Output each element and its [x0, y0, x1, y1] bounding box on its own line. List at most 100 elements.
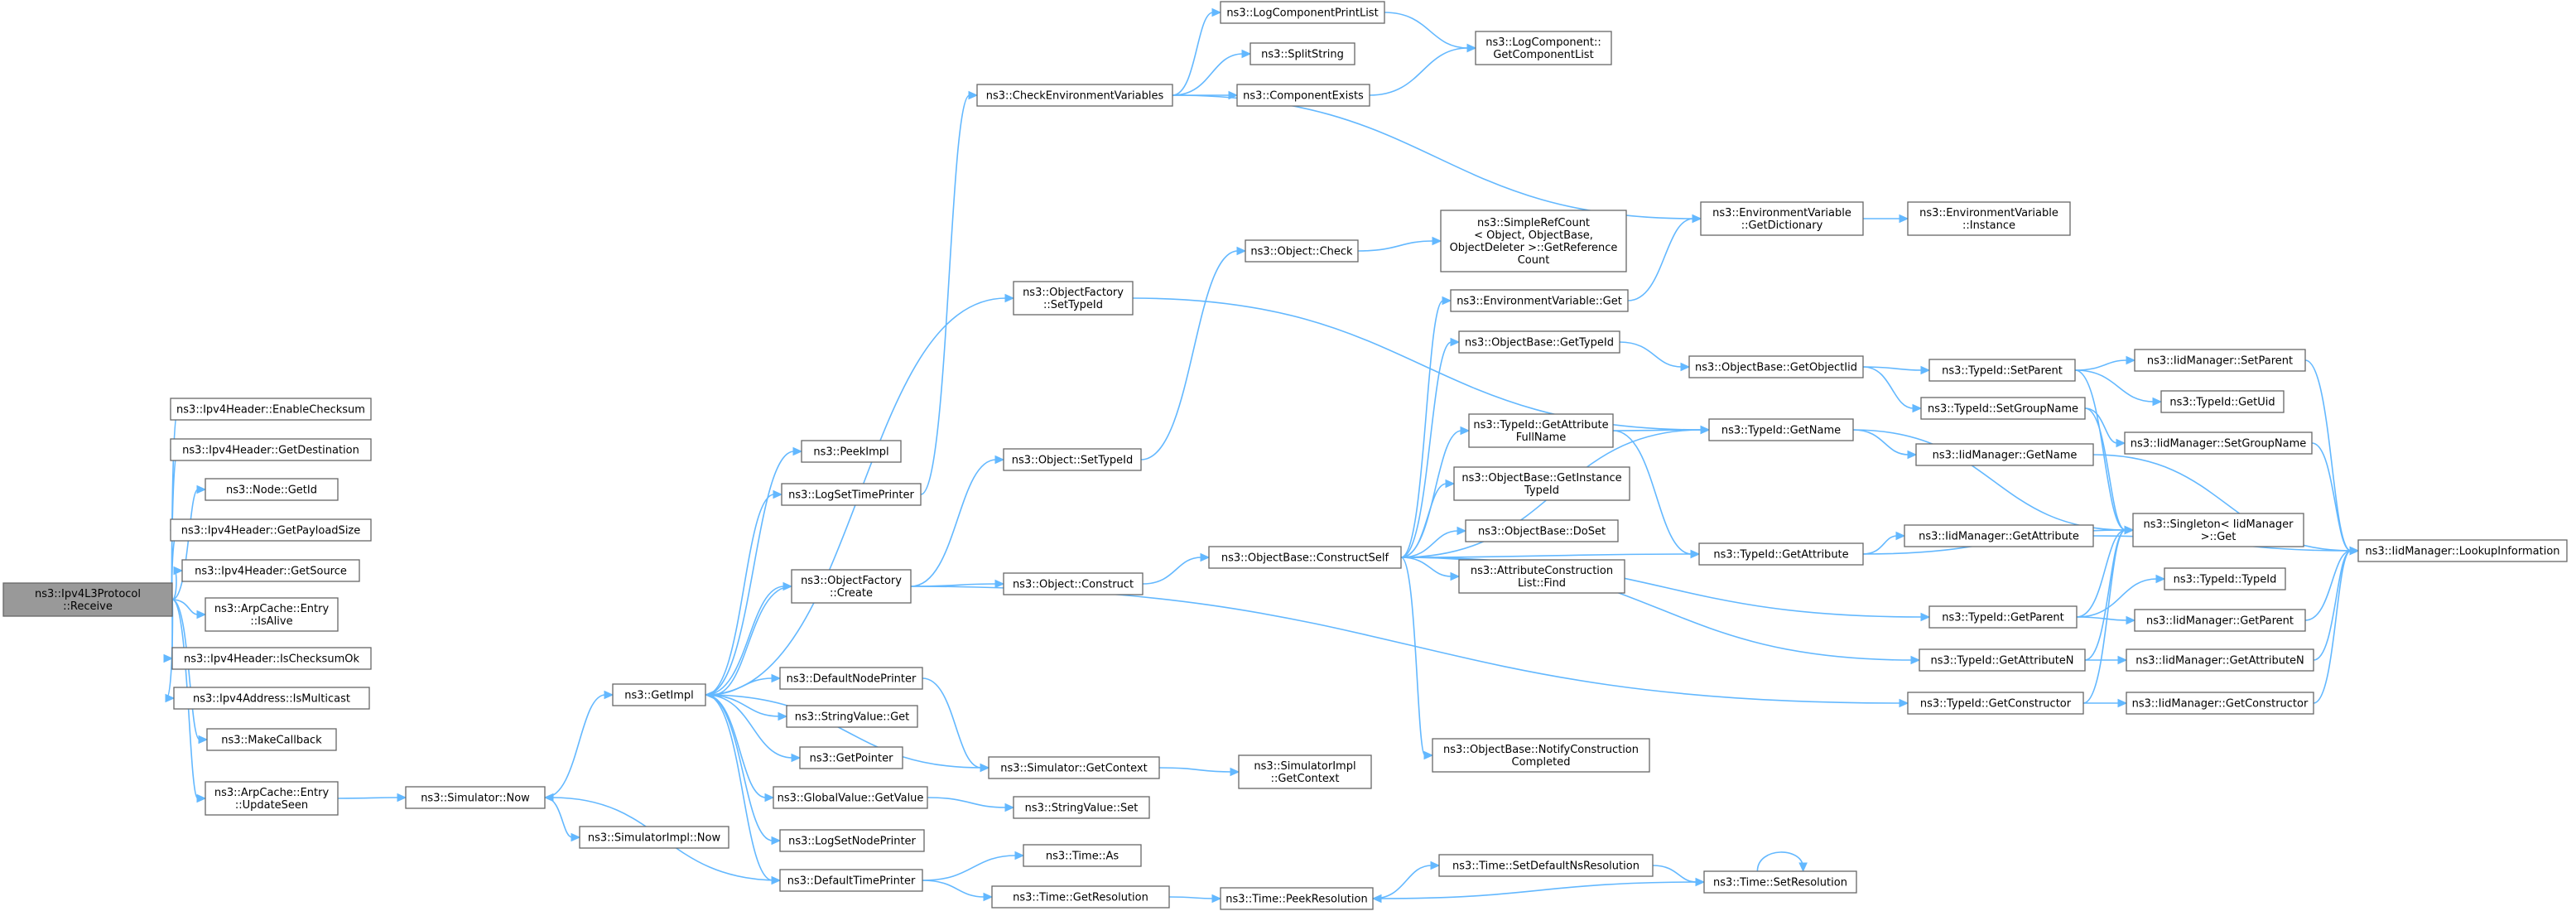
- edge-getImpl-to-logSetTimePrinter: [705, 489, 783, 696]
- node-iidGetConstructor[interactable]: ns3::IidManager::GetConstructor: [2126, 692, 2314, 715]
- node-enableChecksum[interactable]: ns3::Ipv4Header::EnableChecksum: [170, 398, 372, 421]
- edge-receive-to-nodeGetId: [171, 484, 207, 600]
- node-envVarInstance[interactable]: ns3::EnvironmentVariable::Instance: [1907, 201, 2071, 236]
- node-label: Count: [1518, 254, 1550, 267]
- node-simNow[interactable]: ns3::Simulator::Now: [405, 786, 546, 809]
- node-objFactoryCreate[interactable]: ns3::ObjectFactory::Create: [791, 569, 912, 604]
- node-iidLookupInformation[interactable]: ns3::IidManager::LookupInformation: [2357, 539, 2568, 562]
- edge-getObjectIid-to-typeIdSetGroupName: [1862, 366, 1923, 413]
- node-objBaseGetTypeId[interactable]: ns3::ObjectBase::GetTypeId: [1458, 330, 1620, 354]
- node-objSetTypeId[interactable]: ns3::Object::SetTypeId: [1003, 448, 1142, 471]
- node-typeIdGetName[interactable]: ns3::TypeId::GetName: [1708, 418, 1854, 441]
- node-simImplNow[interactable]: ns3::SimulatorImpl::Now: [579, 826, 729, 849]
- node-typeIdSetGroupName[interactable]: ns3::TypeId::SetGroupName: [1920, 397, 2086, 420]
- node-label: ns3::Time::As: [1046, 851, 1119, 863]
- node-componentExists[interactable]: ns3::ComponentExists: [1236, 84, 1370, 107]
- node-label: ns3::Ipv4Header::GetSource: [195, 566, 347, 578]
- node-label: ns3::Ipv4Header::EnableChecksum: [176, 404, 365, 417]
- node-logCompPrintList[interactable]: ns3::LogComponentPrintList: [1220, 1, 1385, 24]
- edge-objFactoryCreate-to-typeIdGetConstructor: [910, 586, 1909, 708]
- node-iidSetParent[interactable]: ns3::IidManager::SetParent: [2134, 349, 2306, 372]
- node-doSet[interactable]: ns3::ObjectBase::DoSet: [1465, 519, 1619, 542]
- node-typeIdSetParent[interactable]: ns3::TypeId::SetParent: [1928, 359, 2076, 382]
- node-simGetContext[interactable]: ns3::Simulator::GetContext: [988, 756, 1160, 779]
- edge-logCompPrintList-to-logCompGetList: [1384, 12, 1477, 53]
- edge-typeIdGetConstructor-to-singletonGet: [2082, 525, 2135, 704]
- node-iidGetAttributeN[interactable]: ns3::IidManager::GetAttributeN: [2126, 648, 2314, 672]
- node-getDestination[interactable]: ns3::Ipv4Header::GetDestination: [170, 438, 372, 461]
- node-singletonGet[interactable]: ns3::Singleton< IidManager>::Get: [2132, 513, 2304, 547]
- node-label: ns3::EnvironmentVariable::Get: [1457, 296, 1622, 308]
- node-notifyConstructionCompleted[interactable]: ns3::ObjectBase::NotifyConstructionCompl…: [1432, 738, 1650, 773]
- node-objConstruct[interactable]: ns3::Object::Construct: [1003, 572, 1144, 595]
- node-objFactorySetTypeId[interactable]: ns3::ObjectFactory::SetTypeId: [1013, 281, 1134, 316]
- node-simImplGetContext[interactable]: ns3::SimulatorImpl::GetContext: [1238, 754, 1372, 789]
- node-typeIdGetUid[interactable]: ns3::TypeId::GetUid: [2160, 390, 2285, 413]
- node-label: ns3::LogComponentPrintList: [1226, 7, 1378, 20]
- node-typeIdGetParent[interactable]: ns3::TypeId::GetParent: [1928, 605, 2078, 629]
- node-checkEnv[interactable]: ns3::CheckEnvironmentVariables: [976, 84, 1173, 107]
- node-timeSetDefaultNs[interactable]: ns3::Time::SetDefaultNsResolution: [1438, 854, 1654, 877]
- node-nodeGetId[interactable]: ns3::Node::GetId: [205, 478, 339, 501]
- edge-getImpl-to-getPointer: [705, 694, 802, 763]
- node-typeIdTypeId[interactable]: ns3::TypeId::TypeId: [2164, 567, 2286, 590]
- node-timeSetResolution[interactable]: ns3::Time::SetResolution: [1703, 870, 1857, 894]
- node-typeIdGetConstructor[interactable]: ns3::TypeId::GetConstructor: [1907, 692, 2084, 715]
- node-iidGetParent[interactable]: ns3::IidManager::GetParent: [2134, 609, 2306, 632]
- node-label: ns3::AttributeConstruction: [1471, 565, 1613, 577]
- node-stringValueSet[interactable]: ns3::StringValue::Set: [1013, 796, 1150, 819]
- node-getSource[interactable]: ns3::Ipv4Header::GetSource: [181, 559, 360, 582]
- node-iidSetGroupName[interactable]: ns3::IidManager::SetGroupName: [2124, 431, 2313, 455]
- node-timePeekResolution[interactable]: ns3::Time::PeekResolution: [1220, 887, 1374, 910]
- node-logSetNodePrinter[interactable]: ns3::LogSetNodePrinter: [779, 829, 925, 852]
- node-simpleRefCount[interactable]: ns3::SimpleRefCount< Object, ObjectBase,…: [1440, 210, 1627, 272]
- edge-getAttrFullName-to-typeIdGetName: [1612, 425, 1711, 435]
- node-timeGetResolution[interactable]: ns3::Time::GetResolution: [991, 885, 1170, 909]
- node-logCompGetList[interactable]: ns3::LogComponent::GetComponentList: [1475, 31, 1612, 65]
- node-updateSeen[interactable]: ns3::ArpCache::Entry::UpdateSeen: [205, 781, 339, 816]
- edge-objCheck-to-simpleRefCount: [1357, 236, 1442, 252]
- node-label: ns3::TypeId::GetName: [1721, 425, 1841, 437]
- edge-componentExists-to-logCompGetList: [1369, 43, 1477, 96]
- node-defaultTimePrinter[interactable]: ns3::DefaultTimePrinter: [779, 869, 923, 892]
- node-label: ns3::ArpCache::Entry: [214, 787, 330, 799]
- node-makeCallback[interactable]: ns3::MakeCallback: [206, 728, 337, 751]
- node-stringValueGet[interactable]: ns3::StringValue::Get: [786, 705, 918, 728]
- node-getPointer[interactable]: ns3::GetPointer: [799, 746, 903, 769]
- edge-envVarGetDictionary-to-envVarInstance: [1863, 214, 1909, 224]
- node-iidGetName[interactable]: ns3::IidManager::GetName: [1915, 443, 2094, 466]
- node-getObjectIid[interactable]: ns3::ObjectBase::GetObjectIid: [1688, 355, 1864, 378]
- node-entryIsAlive[interactable]: ns3::ArpCache::Entry::IsAlive: [205, 597, 339, 632]
- node-constructSelf[interactable]: ns3::ObjectBase::ConstructSelf: [1208, 546, 1402, 569]
- node-envVarGet[interactable]: ns3::EnvironmentVariable::Get: [1450, 289, 1629, 312]
- edge-objFactoryCreate-to-objSetTypeId: [910, 455, 1005, 587]
- node-peekImpl[interactable]: ns3::PeekImpl: [801, 440, 902, 463]
- node-objCheck[interactable]: ns3::Object::Check: [1245, 239, 1359, 263]
- edge-timeSetResolution-to-timeSetResolution: [1756, 851, 1808, 873]
- edge-getImpl-to-logSetNodePrinter: [705, 694, 782, 846]
- node-defaultNodePrinter[interactable]: ns3::DefaultNodePrinter: [779, 667, 923, 690]
- node-timeAs[interactable]: ns3::Time::As: [1023, 844, 1142, 867]
- node-iidGetAttribute[interactable]: ns3::IidManager::GetAttribute: [1904, 524, 2094, 547]
- edge-objBaseGetTypeId-to-getObjectIid: [1619, 341, 1691, 372]
- edge-iidGetConstructor-to-iidLookupInformation: [2313, 546, 2360, 704]
- node-splitString[interactable]: ns3::SplitString: [1249, 42, 1355, 65]
- node-envVarGetDictionary[interactable]: ns3::EnvironmentVariable::GetDictionary: [1700, 201, 1864, 236]
- node-typeIdGetAttributeN[interactable]: ns3::TypeId::GetAttributeN: [1919, 648, 2086, 672]
- node-label: ns3::ComponentExists: [1243, 90, 1364, 103]
- node-isMulticast[interactable]: ns3::Ipv4Address::IsMulticast: [173, 687, 370, 710]
- node-getPayloadSize[interactable]: ns3::Ipv4Header::GetPayloadSize: [170, 518, 372, 542]
- edge-iidGetAttributeN-to-iidLookupInformation: [2313, 546, 2360, 661]
- node-receive[interactable]: ns3::Ipv4L3Protocol::Receive: [2, 582, 173, 617]
- node-label: ns3::ObjectBase::DoSet: [1478, 526, 1606, 538]
- node-getImpl[interactable]: ns3::GetImpl: [612, 683, 706, 706]
- node-globalValueGetValue[interactable]: ns3::GlobalValue::GetValue: [773, 786, 928, 809]
- node-isChecksumOk[interactable]: ns3::Ipv4Header::IsChecksumOk: [171, 647, 372, 670]
- edge-timeSetResolution-to-timePeekResolution: [1371, 881, 1705, 904]
- node-logSetTimePrinter[interactable]: ns3::LogSetTimePrinter: [781, 483, 922, 506]
- node-typeIdGetAttribute[interactable]: ns3::TypeId::GetAttribute: [1698, 542, 1864, 566]
